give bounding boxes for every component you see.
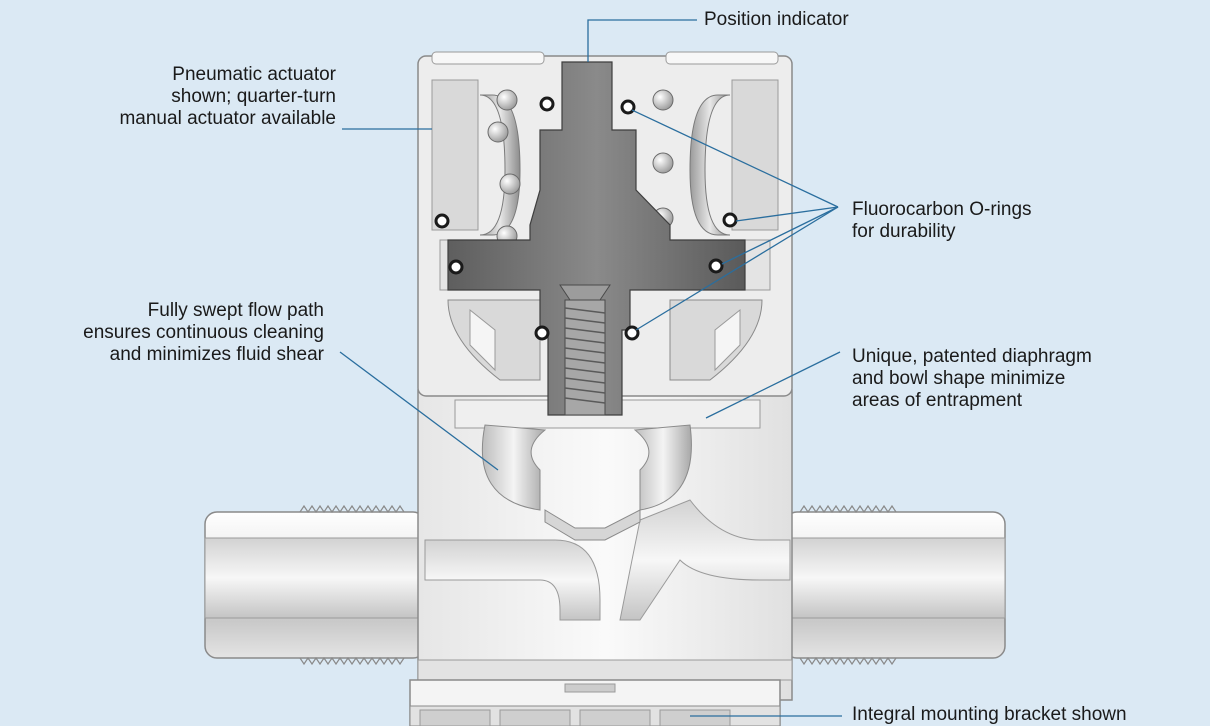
callout-diaphragm: Unique, patented diaphragm and bowl shap… <box>852 346 1092 411</box>
mounting-bracket <box>409 679 781 726</box>
outlet-end-fitting <box>784 504 1006 666</box>
callout-actuator: Pneumatic actuator shown; quarter-turn m… <box>119 64 336 129</box>
inlet-end-fitting <box>204 504 426 666</box>
callout-o-rings: Fluorocarbon O-rings for durability <box>852 199 1032 242</box>
leader-o-ring-3 <box>721 206 839 265</box>
leader-o-ring-1 <box>631 109 839 208</box>
callout-flow-path: Fully swept flow path ensures continuous… <box>83 300 324 365</box>
o-ring-set <box>434 96 738 341</box>
actuator-stem <box>447 61 746 416</box>
leader-lines <box>339 19 842 717</box>
leader-o-ring-4 <box>635 206 839 331</box>
leader-flow-path <box>339 351 499 471</box>
valve-body <box>417 389 793 701</box>
callout-position-indicator: Position indicator <box>704 9 849 30</box>
leader-o-ring-2 <box>735 206 839 222</box>
leader-position-indicator <box>587 19 697 62</box>
callout-bracket: Integral mounting bracket shown <box>852 704 1127 725</box>
leader-diaphragm <box>705 351 841 419</box>
